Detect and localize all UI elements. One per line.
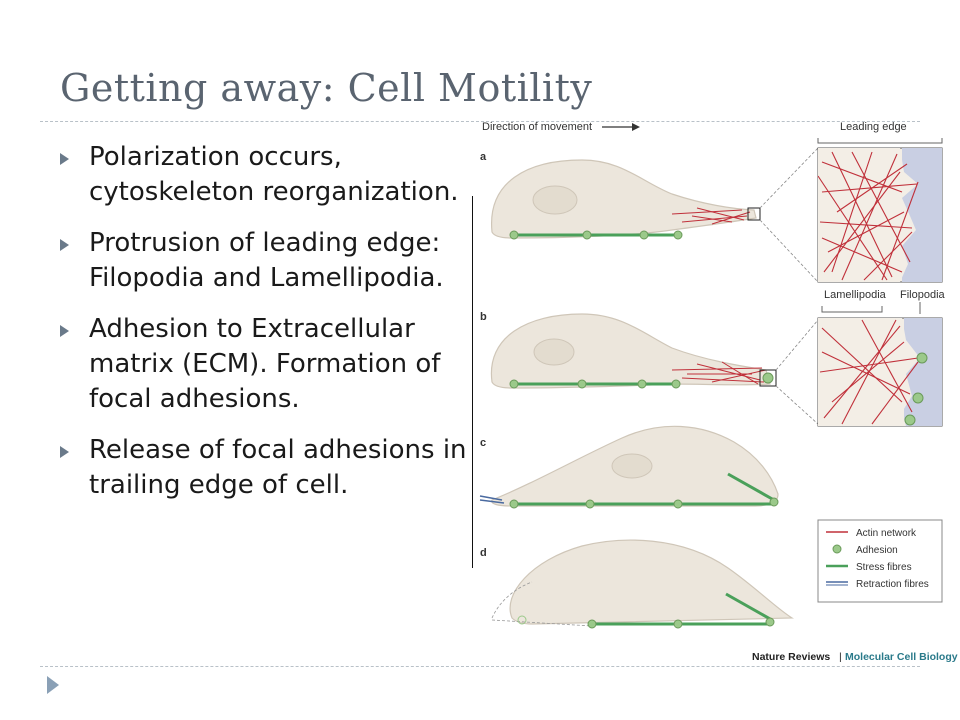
- legend-retraction-label: Retraction fibres: [856, 579, 929, 590]
- direction-label: Direction of movement: [482, 121, 592, 133]
- credit-title: Molecular Cell Biology: [845, 651, 958, 663]
- leading-edge-bracket: [817, 138, 943, 144]
- direction-arrow-icon: [632, 123, 640, 131]
- bullet-arrow-icon: [60, 239, 69, 251]
- legend-adhesion-swatch: [832, 544, 842, 554]
- lamellipodia-label: Lamellipodia: [824, 289, 887, 301]
- bullet-list: Polarization occurs, cytoskeleton reorga…: [58, 140, 478, 519]
- leading-edge-label: Leading edge: [840, 121, 907, 133]
- bullet-text: Release of focal adhesions in trailing e…: [89, 435, 467, 500]
- bullet-item: Adhesion to Extracellular matrix (ECM). …: [58, 312, 478, 417]
- legend: Actin network Adhesion Stress fibres Ret…: [817, 519, 943, 603]
- panel-label-d: d: [480, 547, 487, 559]
- title-divider: [40, 121, 920, 122]
- footer-arrow-icon: [47, 676, 59, 694]
- legend-stress-label: Stress fibres: [856, 562, 912, 573]
- bullet-arrow-icon: [60, 446, 69, 458]
- bullet-text: Protrusion of leading edge: Filopodia an…: [89, 228, 444, 293]
- legend-adhesion-label: Adhesion: [856, 545, 898, 556]
- zoom-panel-b: [775, 317, 943, 427]
- cell-panel-a: [491, 159, 761, 240]
- zoom-panel-a: [759, 147, 943, 283]
- filopodia-label: Filopodia: [900, 289, 946, 301]
- cell-panel-b: [490, 313, 777, 389]
- cell-panel-c: [479, 425, 779, 509]
- bullet-arrow-icon: [60, 325, 69, 337]
- bullet-item: Polarization occurs, cytoskeleton reorga…: [58, 140, 478, 210]
- lamellipodia-bracket: [821, 306, 883, 313]
- slide-title: Getting away: Cell Motility: [60, 66, 593, 110]
- panel-label-b: b: [480, 311, 487, 323]
- credit-journal: Nature Reviews: [752, 651, 830, 663]
- bullet-text: Adhesion to Extracellular matrix (ECM). …: [89, 314, 441, 414]
- cell-panel-d: [491, 539, 795, 629]
- cell-motility-figure: Direction of movement Leading edge a b c…: [472, 121, 958, 663]
- bullet-item: Release of focal adhesions in trailing e…: [58, 433, 478, 503]
- bullet-text: Polarization occurs, cytoskeleton reorga…: [89, 142, 459, 207]
- panel-label-c: c: [480, 437, 486, 449]
- bullet-arrow-icon: [60, 153, 69, 165]
- footer-divider: [40, 666, 920, 667]
- credit-separator: |: [839, 651, 842, 663]
- panel-label-a: a: [480, 151, 487, 163]
- legend-actin-label: Actin network: [856, 528, 917, 539]
- bullet-item: Protrusion of leading edge: Filopodia an…: [58, 226, 478, 296]
